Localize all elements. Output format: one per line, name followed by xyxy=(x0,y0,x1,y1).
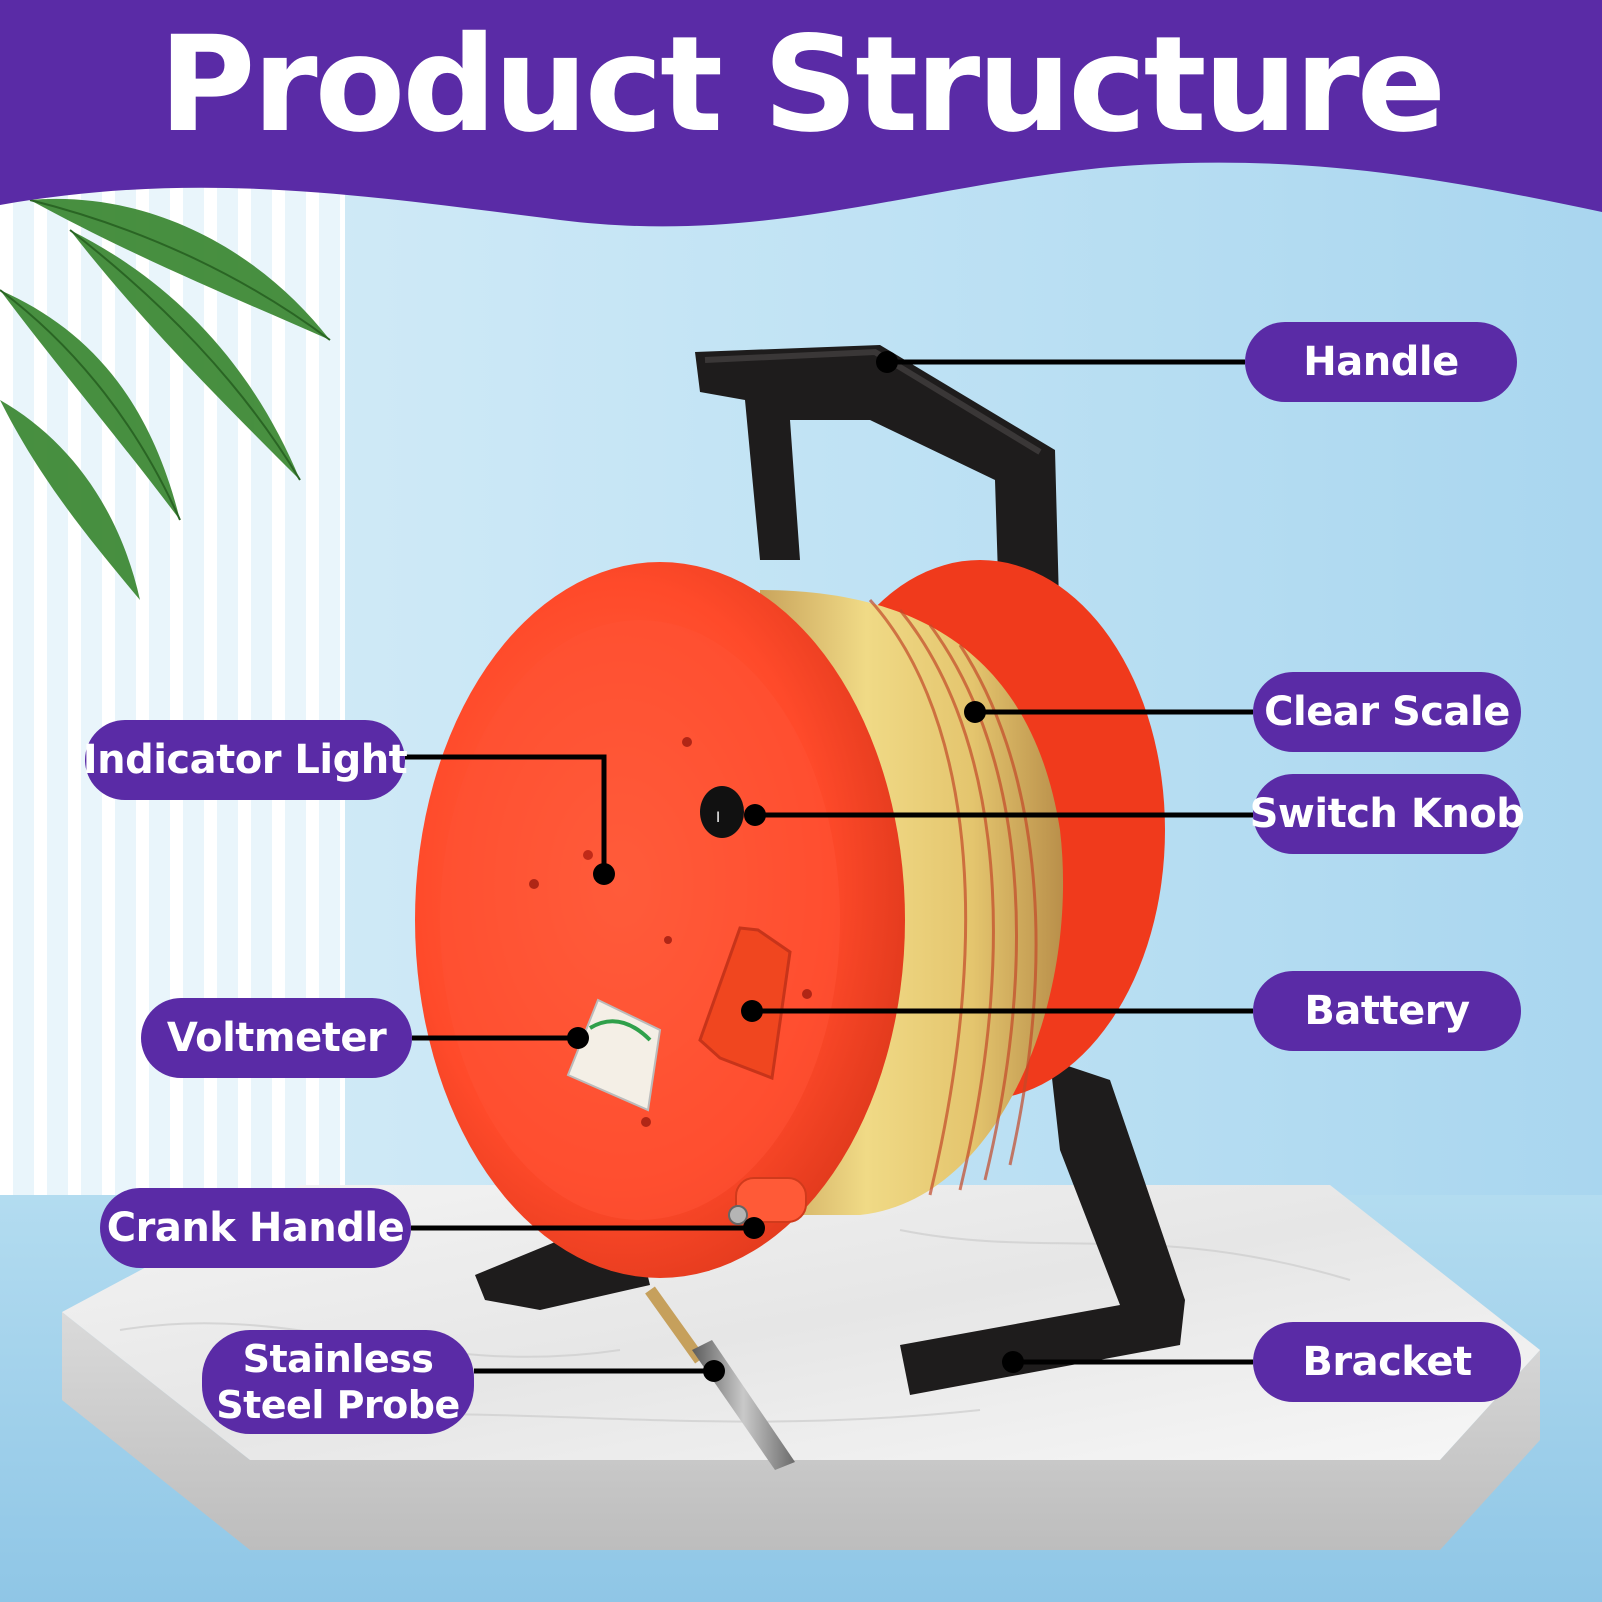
label-stainless-steel-probe: Stainless Steel Probe xyxy=(202,1330,474,1434)
label-switch-knob: Switch Knob xyxy=(1250,774,1525,854)
label-voltmeter: Voltmeter xyxy=(141,998,412,1078)
plant-leaf-veins xyxy=(0,199,331,521)
page-title: Product Structure xyxy=(158,8,1446,162)
handle-grip-highlight xyxy=(704,348,1042,455)
label-handle: Handle xyxy=(1245,322,1517,402)
flange-rivets xyxy=(529,737,812,1127)
switch-knob xyxy=(700,786,744,838)
voltmeter-scale-arc xyxy=(588,1019,652,1042)
crank-handle-housing xyxy=(735,1177,807,1223)
label-battery: Battery xyxy=(1253,971,1521,1051)
label-crank-handle: Crank Handle xyxy=(100,1188,411,1268)
label-bracket: Bracket xyxy=(1253,1322,1521,1402)
leader-lines xyxy=(405,359,1253,1374)
indicator-light xyxy=(583,850,593,860)
reel-front-hub xyxy=(440,620,840,1220)
probe-label-line1: Stainless xyxy=(242,1337,434,1381)
plant-leaves xyxy=(0,198,330,600)
probe-cable xyxy=(645,1286,705,1364)
title-banner xyxy=(0,0,1602,227)
crank-handle-screw xyxy=(728,1205,748,1225)
marble-platform-side xyxy=(62,1312,1540,1550)
tape-scale-markings xyxy=(868,598,1038,1196)
label-indicator-light: Indicator Light xyxy=(83,720,408,800)
leader-line-dots xyxy=(567,351,1024,1382)
probe-label-line2: Steel Probe xyxy=(216,1383,460,1427)
switch-knob-marking: I xyxy=(716,810,720,826)
label-clear-scale: Clear Scale xyxy=(1253,672,1521,752)
